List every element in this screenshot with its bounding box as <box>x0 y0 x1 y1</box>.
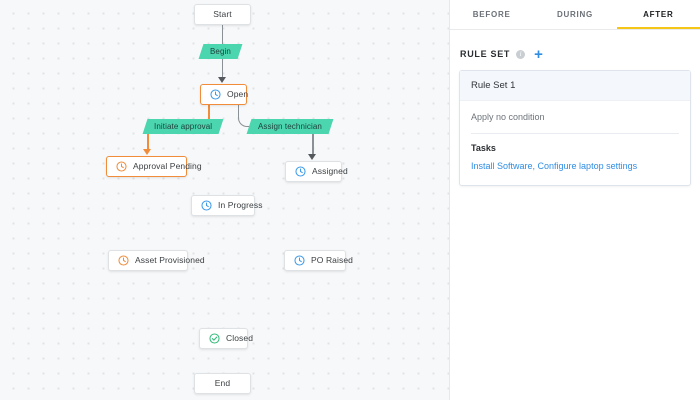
node-approval-pending-label: Approval Pending <box>133 161 202 172</box>
node-approval-pending[interactable]: Approval Pending <box>106 156 202 177</box>
connector-assign-assigned <box>312 134 314 155</box>
rule-set-tasks: Tasks Install Software, Configure laptop… <box>460 134 690 185</box>
check-circle-icon <box>209 333 220 344</box>
workflow-canvas[interactable]: Begin Initiate approval Assign technicia… <box>0 0 450 400</box>
node-po-raised[interactable]: PO Raised <box>284 250 353 271</box>
canvas-right-edge <box>449 0 450 400</box>
node-in-progress-label: In Progress <box>218 200 263 211</box>
transition-begin[interactable]: Begin <box>198 44 243 59</box>
rule-set-header: RULE SET i + <box>450 30 700 64</box>
arrowhead-assigned <box>308 154 316 160</box>
node-asset-provisioned[interactable]: Asset Provisioned <box>108 250 205 271</box>
node-start-label: Start <box>213 9 232 20</box>
card-divider <box>471 133 679 134</box>
node-end-label: End <box>214 378 231 389</box>
clock-icon <box>210 89 221 100</box>
transition-assign-technician-label: Assign technician <box>258 122 322 131</box>
tasks-label: Tasks <box>471 143 496 153</box>
node-po-raised-label: PO Raised <box>311 255 354 266</box>
transition-initiate-approval[interactable]: Initiate approval <box>142 119 224 134</box>
stage-tabs: BEFORE DURING AFTER <box>450 0 700 30</box>
node-end[interactable]: End <box>194 373 251 394</box>
arrowhead-approval-pending <box>143 149 151 155</box>
task-links[interactable]: Install Software, Configure laptop setti… <box>471 161 679 173</box>
node-closed[interactable]: Closed <box>199 328 253 349</box>
tab-during[interactable]: DURING <box>556 10 594 19</box>
node-asset-provisioned-label: Asset Provisioned <box>135 255 205 266</box>
tab-before[interactable]: BEFORE <box>472 10 511 19</box>
connector-start-begin <box>221 25 224 47</box>
clock-icon <box>201 200 212 211</box>
rule-set-card[interactable]: Rule Set 1 Apply no condition Tasks Inst… <box>459 70 691 186</box>
clock-icon <box>118 255 129 266</box>
add-rule-set-button[interactable]: + <box>534 45 543 63</box>
task-link-list[interactable]: Install Software, Configure laptop setti… <box>471 161 638 171</box>
transition-assign-technician[interactable]: Assign technician <box>246 119 334 134</box>
connector-initiate-approval <box>147 134 149 150</box>
arrowhead-open <box>217 77 226 83</box>
connector-begin-open <box>221 58 224 78</box>
node-open-label: Open <box>227 89 249 100</box>
rule-set-title: RULE SET <box>460 49 511 59</box>
connector-open-initiate <box>208 105 210 123</box>
node-start[interactable]: Start <box>194 4 251 25</box>
node-assigned-label: Assigned <box>312 166 348 177</box>
rule-set-card-title: Rule Set 1 <box>460 71 690 101</box>
node-open[interactable]: Open <box>200 84 249 105</box>
node-closed-label: Closed <box>226 333 254 344</box>
transition-begin-label: Begin <box>210 47 231 56</box>
clock-icon <box>294 255 305 266</box>
info-icon[interactable]: i <box>516 49 526 59</box>
clock-icon <box>116 161 127 172</box>
clock-icon <box>295 166 306 177</box>
node-in-progress[interactable]: In Progress <box>191 195 262 216</box>
rule-set-condition[interactable]: Apply no condition <box>471 112 545 122</box>
tab-after[interactable]: AFTER <box>616 0 700 29</box>
node-assigned[interactable]: Assigned <box>285 161 348 182</box>
properties-panel: BEFORE DURING AFTER RULE SET i + Rule Se… <box>450 0 700 400</box>
transition-initiate-approval-label: Initiate approval <box>154 122 213 131</box>
connector-open-assign-elbow <box>238 105 255 127</box>
